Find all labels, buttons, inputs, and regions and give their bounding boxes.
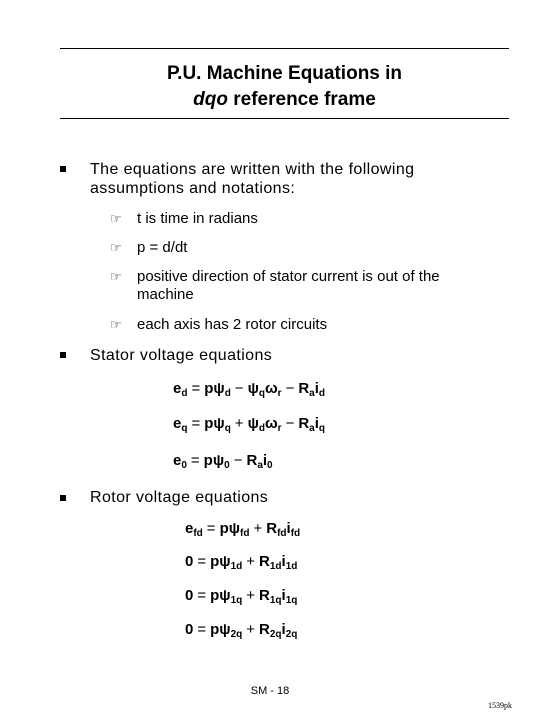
slide-title: P.U. Machine Equations in dqo reference … xyxy=(60,61,509,113)
bullet-assumptions-line-1: The equations are written with the follo… xyxy=(90,161,415,178)
equation-2q: 0=pψ2q+R2qi2q xyxy=(185,621,298,640)
equation-1q: 0=pψ1q+R1qi1q xyxy=(185,587,298,606)
pointing-hand-icon: ☞ xyxy=(110,211,122,226)
equation-1d: 0=pψ1d+R1di1d xyxy=(185,553,298,572)
bullet-stator: Stator voltage equations xyxy=(90,347,273,364)
subitem-rotor-circuits: each axis has 2 rotor circuits xyxy=(137,316,328,333)
equation-efd: efd=pψfd+Rfdifd xyxy=(185,520,301,539)
title-line-2-rest: reference frame xyxy=(227,89,376,110)
subitem-current-direction-line-1: positive direction of stator current is … xyxy=(137,268,440,285)
page-number: SM - 18 xyxy=(250,685,290,697)
equation-e0: e0=pψ0−Rai0 xyxy=(173,452,273,471)
subitem-time: t is time in radians xyxy=(137,210,258,227)
subitem-current-direction: positive direction of stator current is … xyxy=(137,268,440,304)
bullet-rotor: Rotor voltage equations xyxy=(90,489,269,506)
equation-eq: eq=pψq+ψdωr−Raiq xyxy=(173,415,326,434)
pointing-hand-icon: ☞ xyxy=(110,269,122,284)
equation-ed: ed=pψd−ψqωr−Raid xyxy=(173,380,326,399)
title-line-2: dqo reference frame xyxy=(60,87,509,113)
title-dqo: dqo xyxy=(193,89,228,110)
bullet-assumptions: The equations are written with the follo… xyxy=(90,160,414,198)
square-bullet-icon xyxy=(60,166,66,172)
subitem-current-direction-line-2: machine xyxy=(137,286,194,303)
square-bullet-icon xyxy=(60,352,66,358)
bullet-assumptions-line-2: assumptions and notations: xyxy=(90,180,296,197)
top-rule xyxy=(60,48,509,49)
subitem-operator: p = d/dt xyxy=(137,239,188,256)
document-code: 1539pk xyxy=(488,701,512,710)
square-bullet-icon xyxy=(60,495,66,501)
bottom-rule xyxy=(60,118,509,119)
title-line-1: P.U. Machine Equations in xyxy=(166,63,403,84)
pointing-hand-icon: ☞ xyxy=(110,317,122,332)
pointing-hand-icon: ☞ xyxy=(110,240,122,255)
